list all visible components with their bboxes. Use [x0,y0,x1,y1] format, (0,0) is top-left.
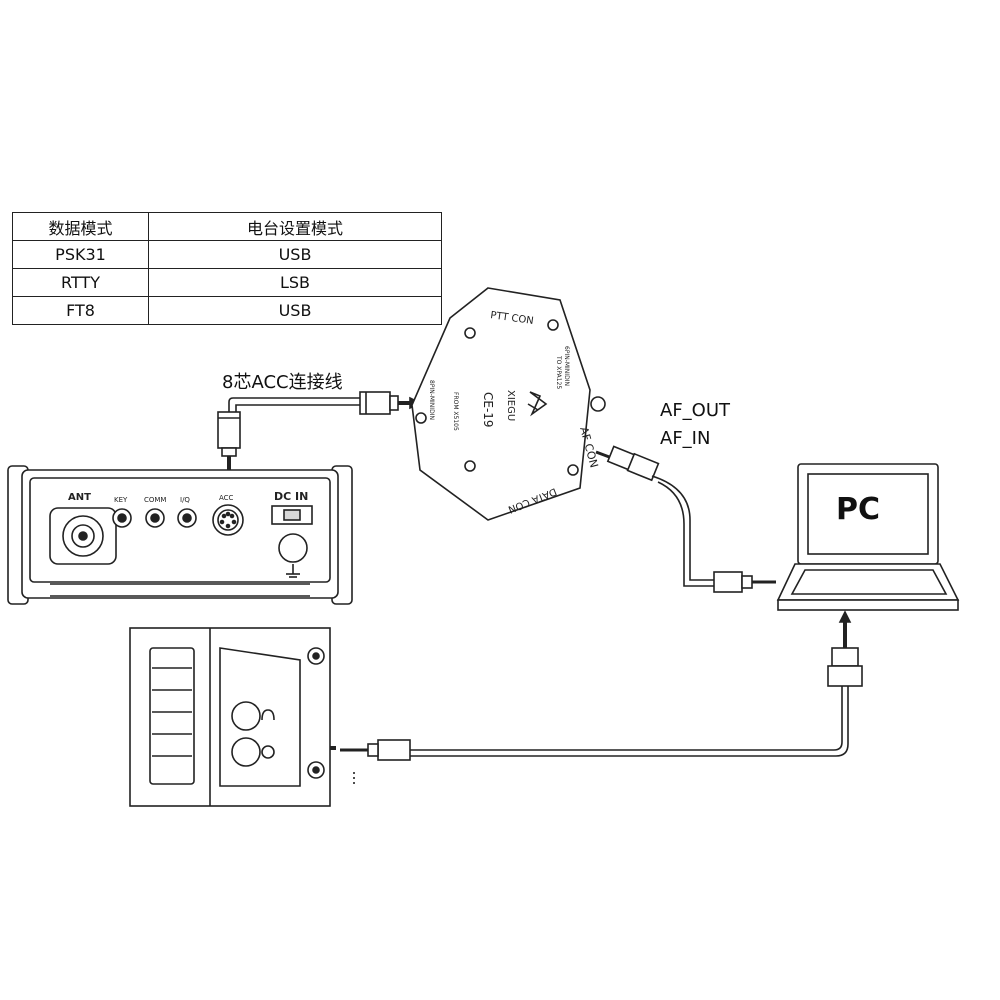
table-row: RTTY LSB [12,268,442,297]
mode-table-header: 数据模式 电台设置模式 [12,212,442,241]
table-row: PSK31 USB [12,240,442,269]
laptop-icon [776,463,960,611]
from-x5105-label: 8PIN-MINIDIN [428,380,435,420]
radio-rear-panel [7,465,353,605]
mode-table: 数据模式 电台设置模式 PSK31 USB RTTY LSB FT8 USB [12,212,442,325]
af-in-label: AF_IN [660,428,711,449]
dc-in-label: DC IN [274,490,308,503]
cell-radio-mode: USB [148,296,442,325]
usb-cable [281,610,863,761]
key-label: KEY [114,496,128,504]
iq-label: I/Q [180,496,190,504]
radio-side-panel [129,627,355,807]
table-row: FT8 USB [12,296,442,325]
ce19-name: CE-19 [481,392,495,428]
header-data-mode: 数据模式 [12,212,149,241]
to-xpa-sub-label: TO XPA125 [555,355,562,389]
af-out-label: AF_OUT [660,400,731,421]
comm-label: COMM [144,496,166,504]
cell-radio-mode: USB [148,240,442,269]
to-xpa-label: 6PIN-MINIDIN [563,346,570,386]
ce19-box [411,287,606,521]
ant-label: ANT [68,492,91,503]
header-radio-mode: 电台设置模式 [148,212,442,241]
af-cable [595,445,776,593]
from-x5105-sub-label: FROM X5105 [452,392,459,431]
acc-cable [217,391,422,486]
cell-radio-mode: LSB [148,268,442,297]
acc-cable-label: 8芯ACC连接线 [222,372,343,393]
pc-label: PC [836,492,881,527]
cell-data-mode: FT8 [12,296,149,325]
acc-label: ACC [219,494,234,502]
ce19-brand: XIEGU [505,390,516,421]
